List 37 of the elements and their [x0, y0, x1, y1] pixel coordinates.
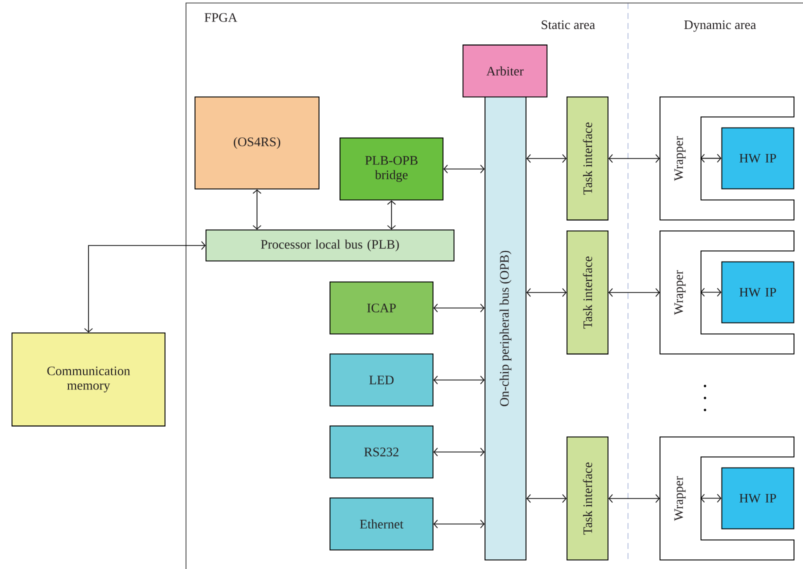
arrow	[443, 164, 485, 174]
ip-box: HW IP	[721, 261, 794, 324]
arrow	[252, 189, 262, 230]
interface-box: Task interface	[566, 230, 608, 354]
arrow	[433, 448, 485, 456]
frame-title: FPGA	[204, 13, 238, 22]
peripheral-box: ICAP	[330, 282, 434, 334]
bus-bar: On-chip peripheral bus (OPB)	[484, 96, 526, 560]
arrow	[526, 154, 567, 163]
arrow	[700, 288, 722, 297]
arrow	[84, 241, 206, 333]
memory-box: Communication memory	[12, 332, 166, 426]
ip-box: HW IP	[721, 127, 794, 190]
bridge-box: PLB-OPB bridge	[340, 138, 444, 200]
arrow	[700, 494, 722, 503]
fpga-frame	[186, 2, 803, 569]
arrow	[526, 288, 567, 297]
processor-box: (OS4RS)	[194, 96, 320, 190]
arrow	[700, 154, 722, 163]
area-label: Static area	[542, 20, 595, 30]
interface-box: Task interface	[566, 96, 608, 220]
arrow	[608, 154, 660, 163]
area-label: Dynamic area	[684, 20, 756, 32]
arrow	[433, 520, 485, 528]
arrow	[526, 494, 567, 503]
peripheral-box: LED	[330, 354, 434, 406]
bus-bar: Processor local bus (PLB)	[206, 230, 454, 262]
arrow	[608, 288, 660, 297]
arrow	[387, 200, 396, 230]
interface-box: Task interface	[566, 436, 608, 560]
arrow	[433, 304, 485, 312]
ip-box: HW IP	[721, 467, 794, 530]
arrow	[433, 376, 485, 384]
peripheral-box: RS232	[330, 426, 434, 478]
arbiter-box: Arbiter	[462, 44, 548, 98]
arrow	[608, 494, 660, 503]
peripheral-box: Ethernet	[330, 498, 434, 550]
